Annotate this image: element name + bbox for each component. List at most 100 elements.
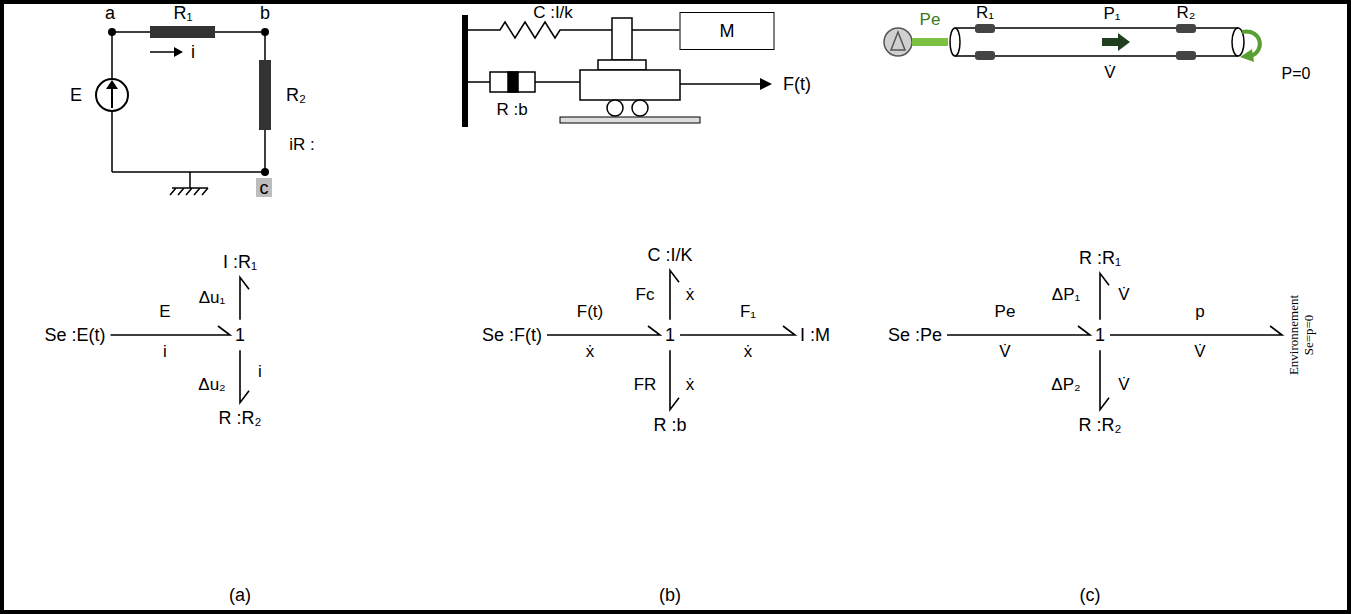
environment-element: EnvironnementSe=p=0 <box>1287 295 1317 375</box>
part-label: iR : <box>289 135 315 155</box>
bond-connector <box>111 326 230 335</box>
ground-platform <box>560 117 700 123</box>
force-arrow <box>680 83 762 85</box>
variable-label: V̇ <box>999 342 1010 362</box>
bond-connector <box>240 350 249 402</box>
variable-label: F₁ <box>740 302 756 322</box>
ground-symbol <box>170 172 208 195</box>
cart-body <box>612 18 632 60</box>
bond-element: I :R₁ <box>223 252 257 273</box>
cart-body <box>632 100 648 116</box>
bond-element: R :R₁ <box>1079 248 1121 269</box>
part-label: R₁ <box>976 3 994 23</box>
panel-caption: (c) <box>1080 585 1101 606</box>
variable-label: V̇ <box>1118 285 1129 305</box>
pump-symbol <box>891 32 905 50</box>
element-label: R :b <box>653 415 686 436</box>
current-arrow <box>150 51 176 53</box>
element-label: 1 <box>665 325 675 346</box>
variable-label: F(t) <box>577 302 603 322</box>
restriction-symbol <box>975 24 1196 60</box>
flow-arrow <box>1102 33 1130 51</box>
voltage-source <box>96 79 128 111</box>
variable-label: ẋ <box>686 285 695 305</box>
pump-symbol <box>884 28 948 56</box>
voltage-source <box>111 86 113 108</box>
part-label: V̇ <box>1104 63 1115 83</box>
variable-label: Pe <box>995 302 1016 322</box>
spring-symbol <box>468 22 612 38</box>
cart-body <box>598 60 646 70</box>
bond-element: R :R₂ <box>219 408 262 429</box>
part-label: P=0 <box>1282 65 1311 83</box>
cart-body <box>580 70 680 100</box>
element-label: Se :F(t) <box>482 325 542 346</box>
part-label: Pe <box>920 10 941 30</box>
part-label: C :I/k <box>533 3 573 23</box>
restriction-symbol <box>975 24 995 33</box>
damper-symbol <box>508 72 518 92</box>
restriction-symbol <box>975 51 995 60</box>
ground-platform <box>560 117 700 123</box>
cart-body <box>632 29 680 31</box>
panel-caption: (b) <box>659 585 681 606</box>
variable-label: ẋ <box>586 342 595 362</box>
bond-connector <box>670 350 679 409</box>
cart-body <box>580 18 680 116</box>
mass-box: M <box>680 12 775 50</box>
variable-label: Δu₂ <box>198 375 225 395</box>
part-label: P₁ <box>1103 4 1120 24</box>
part-label: R₂ <box>286 85 306 106</box>
variable-label: Fc <box>636 285 655 305</box>
restriction-symbol <box>1176 51 1196 60</box>
bond-connector <box>240 277 249 319</box>
variable-label: FR <box>634 375 657 395</box>
damper-symbol <box>468 72 580 92</box>
variable-label: V̇ <box>1118 375 1129 395</box>
bond-connector <box>1110 326 1282 335</box>
voltage-source <box>96 79 128 111</box>
damper-symbol <box>490 72 535 92</box>
outlet-arrow <box>1240 49 1254 62</box>
wall <box>462 15 468 127</box>
variable-label: p <box>1195 302 1204 322</box>
terminal-dot <box>108 28 269 176</box>
element-label: R :R₂ <box>219 408 262 429</box>
pump-symbol <box>912 38 948 46</box>
panel-caption: (a) <box>229 585 251 606</box>
pipe <box>950 28 1244 56</box>
source-element: Se :Pe <box>888 325 942 346</box>
element-label: I :R₁ <box>223 252 257 273</box>
bond-connector <box>1100 350 1109 409</box>
element-label: R :R₂ <box>1079 415 1122 436</box>
element-label: Se :E(t) <box>44 325 105 346</box>
source-element: Se :E(t) <box>44 325 105 346</box>
part-label: R :b <box>496 100 527 120</box>
element-label: 1 <box>1095 325 1105 346</box>
source-element: Se :F(t) <box>482 325 542 346</box>
junction: 1 <box>665 325 675 346</box>
current-arrow <box>174 47 183 57</box>
current-arrow <box>150 47 183 57</box>
variable-label: V̇ <box>1194 342 1205 362</box>
bond-element: R :b <box>653 415 686 436</box>
flow-arrow <box>1102 33 1130 51</box>
bond-connector <box>680 326 795 335</box>
pump-symbol <box>884 28 912 56</box>
pipe <box>950 28 960 56</box>
circuit-wire <box>112 32 265 172</box>
cart-body <box>607 100 623 116</box>
variable-label: i <box>163 342 167 362</box>
part-label: i <box>191 42 195 63</box>
bond-connector <box>670 270 679 319</box>
terminal-dot <box>261 168 269 176</box>
outlet-arrow <box>1240 32 1260 62</box>
terminal-dot <box>108 28 116 36</box>
variable-label: ΔP₂ <box>1051 375 1080 395</box>
bond-connector <box>947 326 1090 335</box>
part-label: b <box>260 3 270 24</box>
variable-label: ΔP₁ <box>1052 285 1080 305</box>
